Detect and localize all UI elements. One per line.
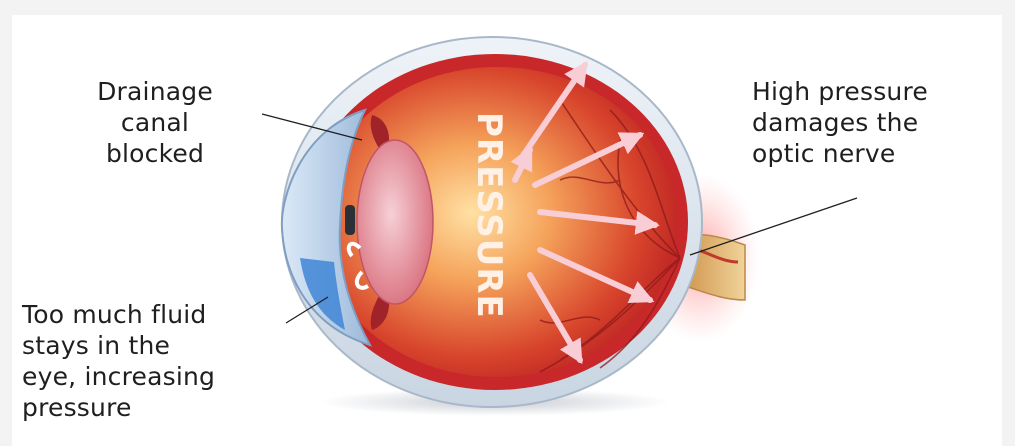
high-pressure-label: High pressure damages the optic nerve [752, 76, 972, 169]
drainage-canal-label: Drainage canal blocked [70, 76, 240, 169]
pupil [345, 205, 355, 235]
lens [357, 140, 433, 304]
pressure-word: PRESSURE [469, 112, 509, 319]
fluid-label: Too much fluid stays in the eye, increas… [22, 299, 282, 423]
